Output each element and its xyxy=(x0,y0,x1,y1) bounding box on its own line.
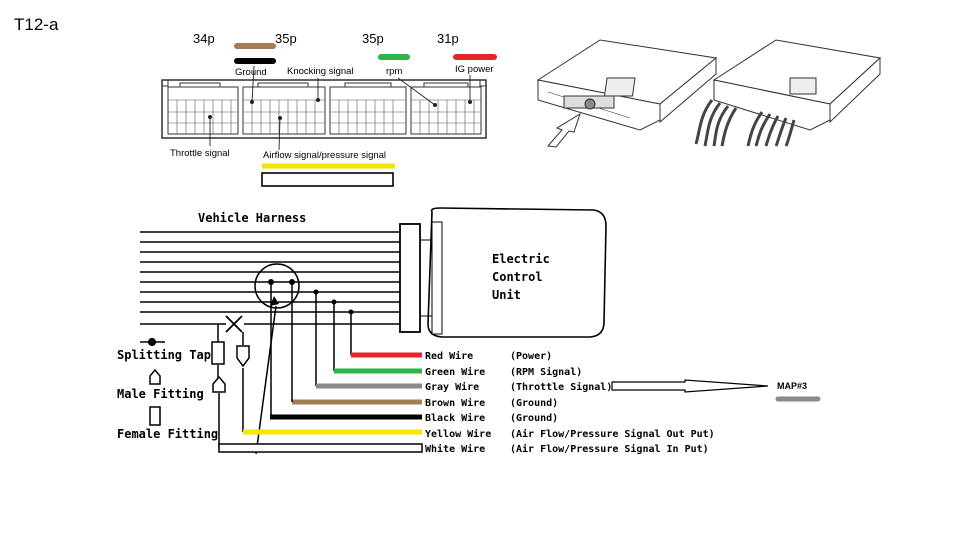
wire-desc-white: (Air Flow/Pressure Signal In Put) xyxy=(510,443,709,455)
label-rpm: rpm xyxy=(386,66,402,77)
swatch-white xyxy=(261,172,394,187)
wire-desc-yellow: (Air Flow/Pressure Signal Out Put) xyxy=(510,428,715,440)
drop-lines xyxy=(217,282,352,455)
wire-white xyxy=(218,443,423,453)
legend-female-fitting: Female Fitting xyxy=(117,427,218,441)
map-label: MAP#3 xyxy=(777,381,807,391)
ecu-unit-illustration xyxy=(536,39,718,148)
wire-desc-brown: (Ground) xyxy=(510,398,558,409)
vehicle-harness-label: Vehicle Harness xyxy=(198,211,306,225)
label-ig-power: IG power xyxy=(455,64,494,75)
splitting-tap-icon xyxy=(148,338,156,346)
splice-circle xyxy=(254,263,300,309)
male-fitting-icon xyxy=(149,368,161,385)
wire-name-yellow: Yellow Wire xyxy=(425,428,491,440)
pin-count-35p-b: 35p xyxy=(362,31,384,46)
wire-desc-green: (RPM Signal) xyxy=(510,366,582,378)
fitting-legend: Splitting Tap Male Fitting Female Fittin… xyxy=(117,338,218,441)
ecu-box xyxy=(427,207,607,338)
arrow-to-map xyxy=(611,379,769,393)
wire-desc-red: (Power) xyxy=(510,351,552,362)
harness-connector xyxy=(399,223,421,333)
ecu-label-line-2: Control xyxy=(492,270,543,284)
ecu-label-line-1: Electric xyxy=(492,252,550,266)
pin-count-35p-a: 35p xyxy=(275,31,297,46)
pin-count-34p: 34p xyxy=(193,31,215,46)
legend-male-fitting: Male Fitting xyxy=(117,387,204,401)
wire-name-red: Red Wire xyxy=(425,350,473,362)
connector-body xyxy=(161,79,487,139)
pin-pointers xyxy=(209,65,471,151)
female-fitting-icon xyxy=(149,406,161,426)
legend-splitting-tap: Splitting Tap xyxy=(117,348,211,362)
wire-name-white: White Wire xyxy=(425,443,485,455)
label-airflow-signal: Airflow signal/pressure signal xyxy=(263,150,386,161)
harness-lines xyxy=(140,231,400,325)
harness-diagram: Vehicle Harness Electric Control Unit xyxy=(117,207,821,455)
label-knocking-signal: Knocking signal xyxy=(287,66,354,77)
label-throttle-signal: Throttle signal xyxy=(170,148,230,159)
ecu-label-line-3: Unit xyxy=(492,288,521,302)
wire-name-green: Green Wire xyxy=(425,366,485,378)
wire-name-black: Black Wire xyxy=(425,412,485,424)
ecu-plug xyxy=(431,221,443,335)
wire-name-gray: Gray Wire xyxy=(425,381,479,393)
wire-name-brown: Brown Wire xyxy=(425,397,485,409)
label-ground: Ground xyxy=(235,67,267,78)
pin-count-31p: 31p xyxy=(437,31,459,46)
cut-mark-icon xyxy=(225,315,243,333)
wire-desc-gray: (Throttle Signal) xyxy=(510,381,612,393)
ecu-connector-diagram: 34p 35p 35p 31p Ground Knocking signal r… xyxy=(161,31,497,187)
page-title: T12-a xyxy=(14,15,59,34)
ecu-with-harness-illustration xyxy=(694,39,882,147)
wire-desc-black: (Ground) xyxy=(510,413,558,424)
